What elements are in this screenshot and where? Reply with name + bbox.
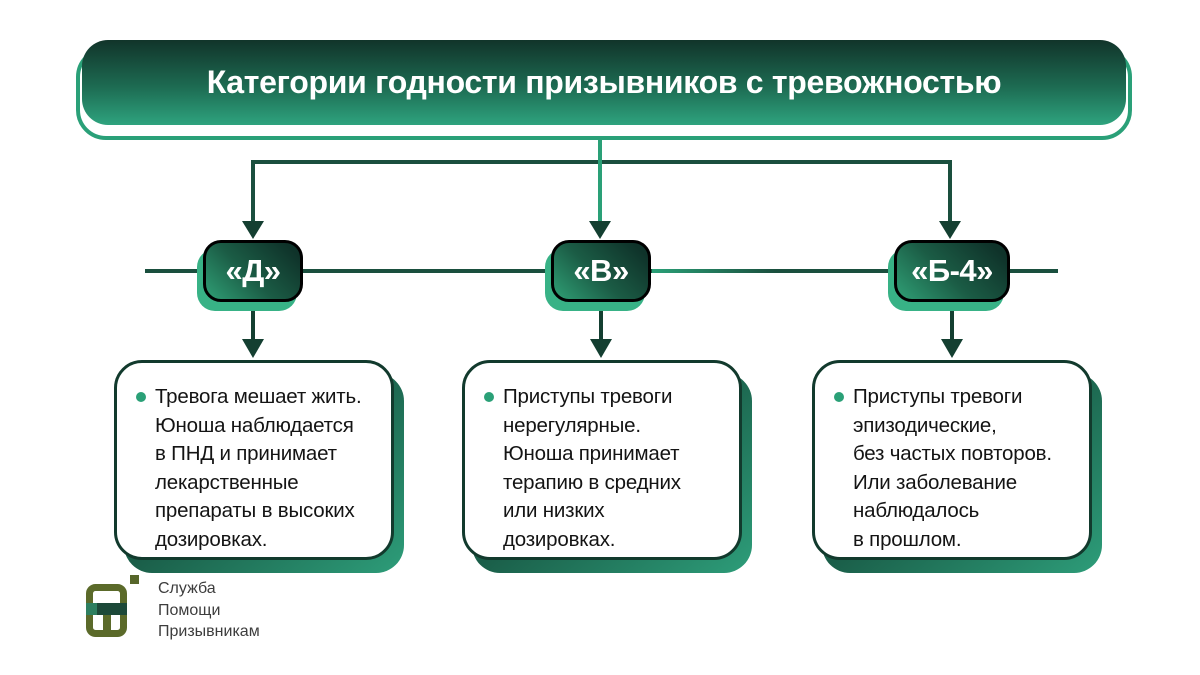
category-card-d: Тревога мешает жить. Юноша наблюдается в…: [114, 360, 404, 573]
card-body: Тревога мешает жить. Юноша наблюдается в…: [114, 360, 394, 560]
category-badge-b4: «Б-4»: [888, 240, 1010, 311]
arrow-down-icon: [939, 221, 961, 239]
badge-label-b4: «Б-4»: [894, 240, 1010, 302]
card-text-v: Приступы тревоги нерегулярные. Юноша при…: [503, 385, 681, 551]
arrow-down-icon: [590, 339, 612, 358]
bullet-icon: [484, 392, 494, 402]
logo-icon: [86, 575, 139, 637]
card-body: Приступы тревоги нерегулярные. Юноша при…: [462, 360, 742, 560]
arrow-down-icon: [589, 221, 611, 239]
logo-text: Служба Помощи Призывникам: [158, 580, 260, 640]
category-card-v: Приступы тревоги нерегулярные. Юноша при…: [462, 360, 752, 573]
badge-label-d: «Д»: [203, 240, 303, 302]
header-banner: Категории годности призывников с тревожн…: [82, 40, 1126, 125]
bullet-icon: [136, 392, 146, 402]
card-text-b4: Приступы тревоги эпизодические, без част…: [853, 385, 1052, 551]
arrow-down-icon: [242, 339, 264, 358]
card-body: Приступы тревоги эпизодические, без част…: [812, 360, 1092, 560]
page-title: Категории годности призывников с тревожн…: [206, 64, 1002, 100]
bullet-icon: [834, 392, 844, 402]
arrow-down-icon: [941, 339, 963, 358]
badge-label-v: «В»: [551, 240, 651, 302]
arrow-down-icon: [242, 221, 264, 239]
card-text-d: Тревога мешает жить. Юноша наблюдается в…: [155, 385, 362, 551]
category-card-b4: Приступы тревоги эпизодические, без част…: [812, 360, 1102, 573]
logo: Служба Помощи Призывникам: [86, 575, 260, 643]
category-badge-d: «Д»: [197, 240, 303, 311]
category-badge-v: «В»: [545, 240, 651, 311]
